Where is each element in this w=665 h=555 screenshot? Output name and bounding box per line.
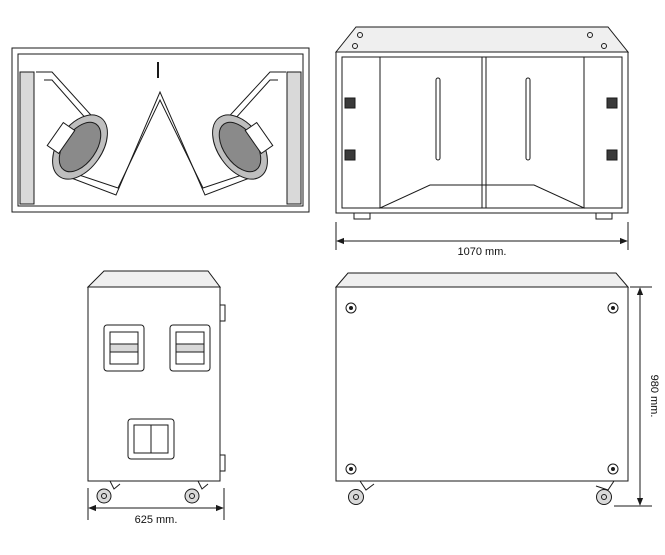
depth-dimension-label: 625 mm. xyxy=(135,514,178,526)
top-section-view xyxy=(11,47,310,213)
cabinet-top-bevel xyxy=(334,26,630,53)
rear-screw-icon xyxy=(607,463,619,475)
cabinet-body xyxy=(335,51,629,214)
top-screw-icon xyxy=(352,43,358,49)
handle-icon xyxy=(344,149,356,161)
right-slot xyxy=(525,77,531,161)
left-side-chamber xyxy=(341,56,381,209)
right-driver xyxy=(212,114,274,180)
top-screw-icon xyxy=(587,32,593,38)
rear-screw-icon xyxy=(345,302,357,314)
rear-screw-icon xyxy=(607,302,619,314)
caster-wheel-icon xyxy=(96,480,121,504)
side-latch xyxy=(219,304,226,322)
rear-body xyxy=(335,286,629,482)
top-screw-icon xyxy=(601,43,607,49)
side-view xyxy=(86,270,226,520)
left-slot xyxy=(435,77,441,161)
cabinet-inner-wall xyxy=(17,53,304,207)
left-driver xyxy=(46,114,108,180)
left-side-panel xyxy=(19,71,35,205)
horn-fold-path-outer xyxy=(36,71,286,196)
top-screw-icon xyxy=(357,32,363,38)
right-side-chamber xyxy=(583,56,623,209)
height-dimension-label: 980 mm. xyxy=(648,375,660,418)
rear-top-bevel xyxy=(334,272,630,288)
caster-wheel-icon xyxy=(184,480,209,504)
foot xyxy=(595,212,613,220)
right-horn-wall xyxy=(482,57,585,209)
handle-icon xyxy=(344,97,356,109)
handle-icon xyxy=(606,149,618,161)
width-dimension-label: 1070 mm. xyxy=(458,246,507,258)
front-view xyxy=(334,26,630,250)
side-body xyxy=(87,286,221,482)
left-horn-wall xyxy=(379,57,482,209)
caster-wheel-icon xyxy=(346,480,375,505)
rear-view xyxy=(334,272,652,507)
side-handle-left xyxy=(103,324,145,372)
rear-screw-icon xyxy=(345,463,357,475)
foot xyxy=(353,212,371,220)
caster-wheel-icon xyxy=(595,480,615,505)
horn-fold-path-inner xyxy=(44,79,278,189)
side-top-bevel xyxy=(86,270,221,288)
side-handle-right xyxy=(169,324,211,372)
right-side-panel xyxy=(286,71,302,205)
handle-icon xyxy=(606,97,618,109)
cabinet-outline xyxy=(11,47,310,213)
side-handle-bottom xyxy=(127,418,175,460)
side-latch xyxy=(219,454,226,472)
